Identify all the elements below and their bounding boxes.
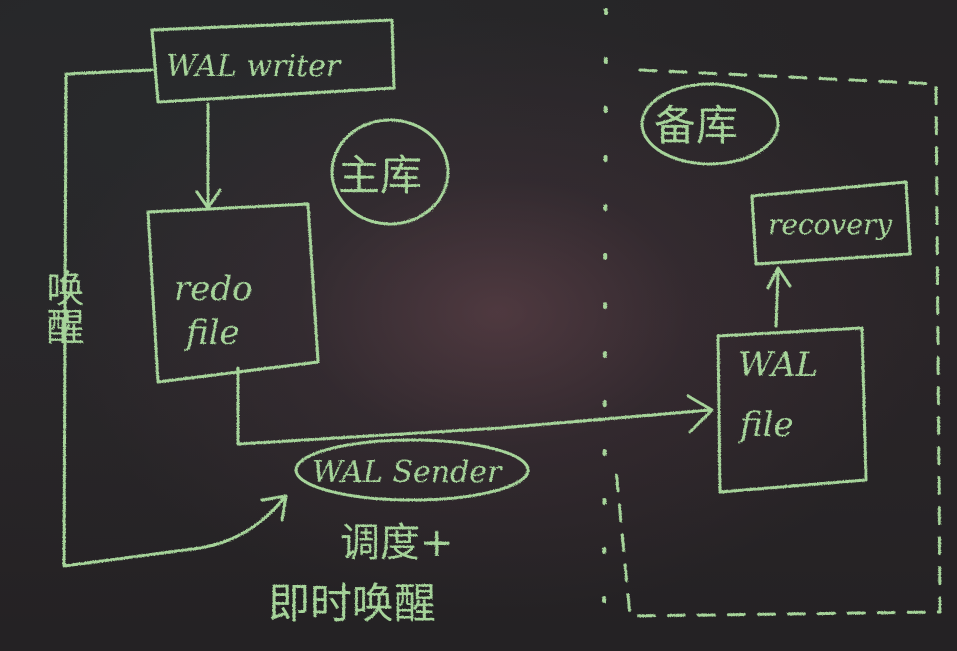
- primary-standby-divider: [602, 8, 608, 642]
- scheduling-label: 调度+: [340, 520, 454, 566]
- wal-file-box: [716, 326, 868, 494]
- recovery-box: [750, 180, 912, 266]
- primary-label-circle: [330, 118, 450, 226]
- writer-to-redo-arrow: [195, 102, 222, 210]
- standby-label-ellipse: [640, 82, 780, 166]
- redo-to-wal-file-arrow: [236, 366, 714, 446]
- standby-label: 备库: [654, 101, 738, 150]
- wal-writer-box: [150, 18, 396, 104]
- wakeup-label-text: 唤醒: [8, 269, 84, 344]
- redo-file-label-line1: redo: [174, 269, 253, 309]
- redo-file-label-line2: file: [183, 313, 240, 353]
- primary-label: 主库: [338, 151, 422, 200]
- immediate-wakeup-label: 即时唤醒: [268, 579, 436, 628]
- wal-file-to-recovery-arrow: [766, 266, 792, 328]
- wal-file-label: WAL file: [737, 345, 829, 445]
- wal-sender-label: WAL Sender: [312, 455, 503, 490]
- wal-file-label-line2: file: [737, 405, 794, 445]
- redo-file-box: [146, 202, 320, 384]
- redo-file-label: redo file: [174, 269, 263, 353]
- standby-boundary: [614, 68, 942, 618]
- wal-file-label-line1: WAL: [738, 345, 818, 385]
- recovery-label: recovery: [768, 208, 893, 241]
- wal-writer-label: WAL writer: [166, 49, 342, 84]
- wakeup-label: 唤醒: [8, 269, 84, 344]
- wal-sender-ellipse: [294, 438, 530, 502]
- wakeup-loop-arrow: [62, 68, 288, 568]
